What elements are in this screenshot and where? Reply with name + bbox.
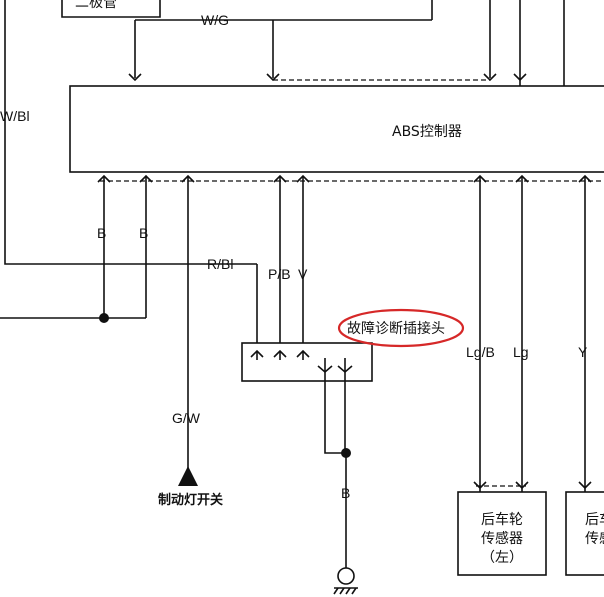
wire-label-lgb: Lg/B (466, 344, 495, 360)
diagnostic-connector (241, 342, 373, 382)
rear-left-wheel-sensor: 后车轮 传感器 （左） (457, 491, 547, 576)
sensor-left-line1: 后车轮 (481, 511, 523, 528)
wire-label-v: V (298, 266, 308, 282)
brake-switch-label: 制动灯开关 (158, 492, 223, 508)
top-diode-label: 二极管 (75, 0, 117, 11)
sensor-left-line3: （左） (481, 550, 523, 566)
wire-wg: W/G (134, 12, 432, 78)
wire-gw: G/W (172, 176, 201, 470)
top-diode-box: 二极管 (61, 0, 161, 18)
wire-label-lg: Lg (513, 344, 529, 360)
wire-b-second: B (139, 176, 148, 318)
wire-b-left: B (97, 176, 106, 318)
sensor-right-line2: 传感 (585, 530, 604, 547)
sensor-right-line1: 后车 (585, 511, 604, 528)
wire-ground-b: B (341, 453, 350, 568)
wire-label-b2: B (139, 225, 148, 241)
wire-label-wg: W/G (201, 12, 229, 28)
wire-label-pb: P/B (268, 266, 291, 282)
wire-label-rbl: R/Bl (207, 256, 233, 272)
wire-lg: Lg (513, 176, 529, 492)
wire-label-b1: B (97, 225, 106, 241)
sensor-left-line2: 传感器 (481, 530, 523, 547)
abs-controller-label: ABS控制器 (392, 124, 462, 140)
wire-label-gw: G/W (172, 410, 201, 426)
diag-connector-label: 故障诊断插接头 (347, 320, 445, 337)
wire-y: Y (578, 176, 588, 492)
brake-switch-symbol (178, 466, 198, 486)
rear-right-wheel-sensor: 后车 传感 (565, 491, 604, 576)
diag-connector-callout: 故障诊断插接头 (337, 308, 465, 348)
wire-label-y: Y (578, 344, 588, 360)
top-connector-arrows (128, 73, 527, 82)
wire-pb: P/B (268, 176, 291, 348)
ground-symbol (333, 567, 358, 595)
wire-wbl: W/Bl (0, 0, 257, 265)
wire-label-ground-b: B (341, 485, 350, 501)
wire-label-wbl: W/Bl (0, 108, 30, 124)
wire-v: V (298, 176, 308, 348)
abs-controller: ABS控制器 (69, 85, 604, 173)
wire-lgb: Lg/B (466, 176, 495, 492)
